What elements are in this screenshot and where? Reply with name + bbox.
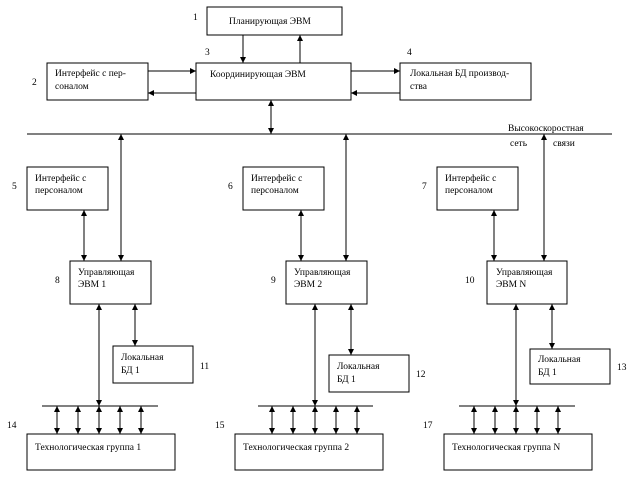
node-label: Локальная БД производ- [410,69,509,79]
node-label: ства [410,82,428,92]
network-label-line2a: сеть [510,139,528,149]
node-box [46,62,149,101]
group-bus-arrows-1 [54,406,144,434]
node-number: 6 [228,182,233,192]
node-label: Интерфейс с [35,173,86,184]
node-label: персоналом [35,186,83,196]
node-label: ЭВМ 1 [78,280,106,290]
node-box [436,166,519,211]
node-number: 5 [12,182,17,192]
node-number: 12 [416,370,426,380]
node-box [26,166,109,211]
node-number: 1 [193,13,198,23]
node-tech-group-2: Технологическая группа 2 15 [215,421,384,471]
group-bus-arrows-n [471,406,561,434]
node-box [443,433,593,471]
network-label-line1: Высокоскоростная [508,124,584,134]
node-label: Управляющая [496,268,553,278]
node-label: Интерфейс с пер- [55,68,126,79]
node-local-db-n: Локальная БД 1 13 [529,348,627,385]
node-number: 8 [55,276,60,286]
node-number: 9 [271,276,276,286]
node-box [242,166,325,211]
node-control-2: Управляющая ЭВМ 2 9 [271,260,368,305]
node-box [26,433,176,471]
node-label: Технологическая группа 1 [35,443,141,453]
node-label: БД 1 [121,366,140,376]
node-box [234,433,384,471]
node-label: Управляющая [78,268,135,278]
node-hr-interface-n: Интерфейс с персоналом 7 [422,166,519,211]
node-tech-group-n: Технологическая группа N 17 [423,421,593,471]
node-hr-interface-2: Интерфейс с персоналом 6 [228,166,325,211]
node-label: Технологическая группа 2 [243,443,349,453]
node-local-db-2: Локальная БД 1 12 [328,354,426,393]
node-planning: Планирующая ЭВМ 1 [193,6,343,36]
node-number: 4 [407,48,412,58]
node-label: персоналом [251,186,299,196]
node-box [529,348,611,385]
node-control-1: Управляющая ЭВМ 1 8 [55,260,152,305]
node-box [285,260,368,305]
node-label: Локальная [538,355,581,365]
node-label: Технологическая группа N [452,443,560,453]
node-local-db-1: Локальная БД 1 11 [112,345,209,384]
node-label: Интерфейс с [251,173,302,184]
node-number: 13 [617,363,627,373]
node-control-n: Управляющая ЭВМ N 10 [465,260,568,305]
node-label: Локальная [337,362,380,372]
node-local-db-prod: Локальная БД производ- ства 4 [399,48,532,101]
node-box [112,345,194,384]
network-label-line2b: связи [553,139,575,149]
node-label: персоналом [445,186,493,196]
node-label: БД 1 [337,375,356,385]
node-number: 3 [205,48,210,58]
node-label: Управляющая [294,268,351,278]
group-bus-arrows-2 [269,406,360,434]
node-label: соналом [55,82,89,92]
node-label: Координирующая ЭВМ [210,70,306,80]
node-number: 2 [32,78,37,88]
node-box [328,354,410,393]
node-label: БД 1 [538,368,557,378]
node-coordinator: Координирующая ЭВМ 3 [195,48,352,101]
node-hr-interface-top: Интерфейс с пер- соналом 2 [32,62,149,101]
node-box [486,260,568,305]
node-label: Интерфейс с [445,173,496,184]
node-number: 11 [200,362,209,372]
node-number: 14 [7,421,17,431]
node-label: Планирующая ЭВМ [229,17,311,27]
node-hr-interface-1: Интерфейс с персоналом 5 [12,166,109,211]
node-number: 17 [423,421,433,431]
node-label: Локальная [121,353,164,363]
node-label: ЭВМ 2 [294,280,322,290]
node-tech-group-1: Технологическая группа 1 14 [7,421,176,471]
node-box [69,260,152,305]
node-number: 7 [422,182,427,192]
node-number: 15 [215,421,225,431]
node-box [195,62,352,101]
node-number: 10 [465,276,475,286]
node-box [399,62,532,101]
node-box [206,6,343,36]
node-label: ЭВМ N [496,280,526,290]
